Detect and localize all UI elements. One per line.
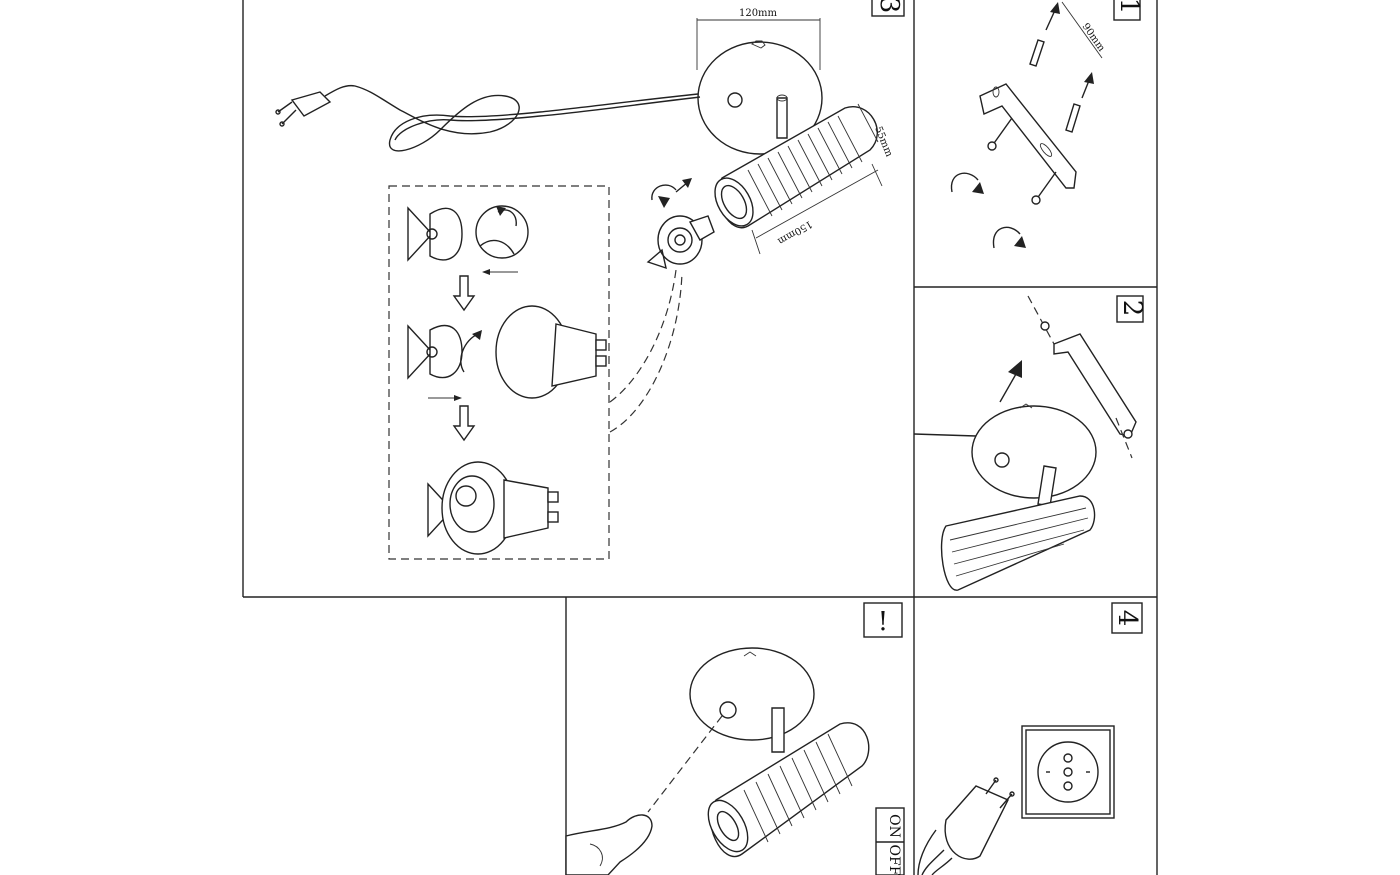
step-1-number: 1: [1114, 0, 1144, 14]
step-3-number: 3: [874, 0, 904, 13]
switch-on-label: ON: [886, 814, 902, 838]
bulb-detail-box: [388, 185, 610, 560]
panel-step-4: 4: [917, 602, 1143, 875]
step-2-badge: [1116, 295, 1144, 323]
step-4-number: 4: [1112, 610, 1142, 627]
step-4-badge: [1111, 602, 1143, 634]
callout-line-1: [609, 269, 677, 403]
screws: [950, 117, 1057, 249]
wall-plugs: 90mm: [1029, 1, 1107, 133]
panel-frames: [242, 0, 1158, 875]
warning-symbol: !: [878, 607, 888, 637]
dimension-width-label: 120mm: [739, 8, 778, 19]
plug-icon: [275, 91, 332, 127]
dimension-width: 120mm: [696, 8, 821, 70]
wall-canopy: [697, 40, 823, 155]
panel-step-3: 3 120mm: [275, 0, 905, 560]
step-2-number: 2: [1117, 300, 1147, 317]
panel-step-1: 1 90mm: [950, 0, 1144, 249]
dimension-hole-spacing: 90mm: [1080, 21, 1107, 54]
dimension-length-label: 150mm: [775, 218, 814, 247]
plug-insert-icon: [917, 777, 1015, 875]
power-cable: [324, 84, 701, 152]
callout-line-2: [609, 271, 683, 433]
wall-socket-icon: [1021, 725, 1115, 819]
switch-off-label: OFF: [886, 845, 902, 875]
bulb-insert: [646, 178, 715, 270]
step-1-badge: [1113, 0, 1141, 21]
panel-warning: ! ON OFF: [565, 602, 905, 875]
step-3-badge: [871, 0, 905, 17]
panel-step-2: 2: [913, 295, 1147, 591]
warning-badge: [863, 602, 903, 638]
spotlight-head: [714, 106, 878, 229]
